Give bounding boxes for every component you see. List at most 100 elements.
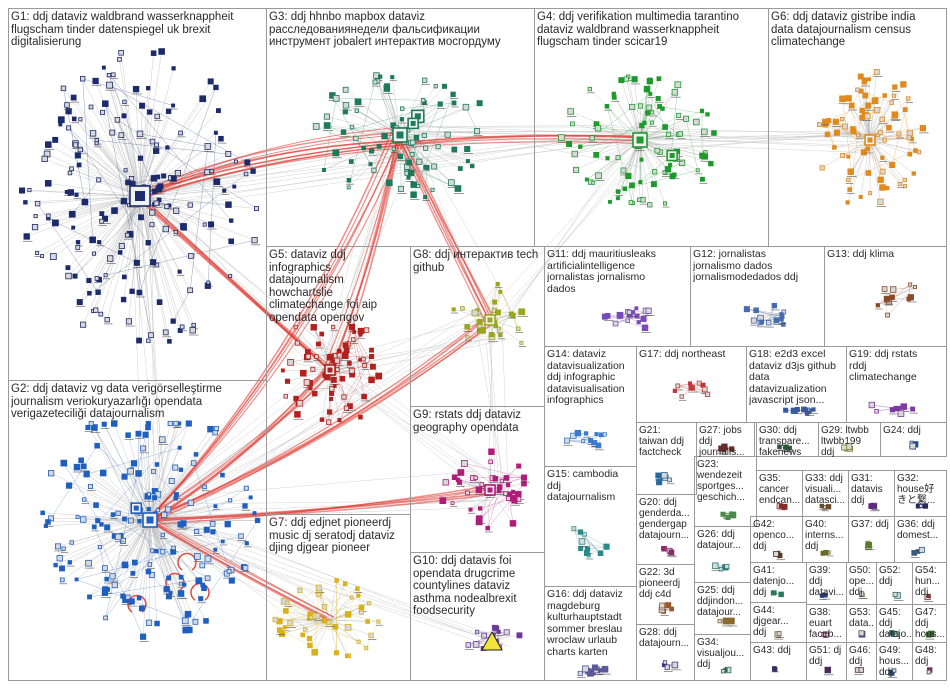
graph-node[interactable] [659, 602, 665, 609]
graph-node[interactable] [465, 642, 472, 648]
graph-node[interactable] [115, 510, 121, 516]
graph-node[interactable] [93, 502, 99, 508]
graph-node[interactable] [191, 322, 196, 328]
graph-node[interactable] [727, 617, 735, 625]
graph-node[interactable] [229, 218, 234, 223]
graph-node[interactable] [570, 121, 575, 127]
graph-node[interactable] [150, 468, 156, 474]
graph-node[interactable] [322, 167, 326, 172]
graph-node[interactable] [218, 135, 224, 142]
graph-node[interactable] [885, 186, 890, 191]
graph-node[interactable] [855, 87, 860, 93]
graph-node[interactable] [304, 349, 311, 355]
graph-node[interactable] [871, 97, 879, 105]
graph-node[interactable] [489, 331, 495, 338]
graph-node[interactable] [159, 548, 166, 555]
graph-node[interactable] [591, 440, 597, 446]
graph-node[interactable] [623, 76, 629, 82]
graph-node[interactable] [220, 539, 225, 544]
graph-node[interactable] [73, 463, 81, 471]
graph-node[interactable] [348, 367, 355, 374]
graph-node[interactable] [201, 585, 207, 592]
graph-node[interactable] [110, 72, 116, 78]
graph-node[interactable] [204, 143, 212, 150]
graph-node[interactable] [455, 477, 461, 483]
graph-node[interactable] [339, 375, 346, 382]
graph-node[interactable] [358, 604, 365, 611]
graph-node[interactable] [699, 108, 705, 113]
graph-node[interactable] [865, 102, 872, 109]
graph-node[interactable] [207, 78, 214, 85]
graph-node[interactable] [868, 503, 875, 509]
graph-node[interactable] [331, 324, 336, 330]
graph-node[interactable] [31, 224, 39, 231]
graph-node[interactable] [122, 516, 127, 522]
graph-node[interactable] [97, 545, 102, 550]
graph-node[interactable] [125, 432, 131, 438]
graph-node[interactable] [361, 145, 367, 151]
graph-node[interactable] [381, 132, 388, 140]
graph-node[interactable] [519, 340, 524, 345]
graph-node[interactable] [823, 593, 828, 598]
graph-node[interactable] [601, 665, 609, 673]
graph-node[interactable] [67, 170, 73, 176]
graph-node[interactable] [700, 176, 705, 182]
graph-node[interactable] [488, 448, 495, 455]
graph-node[interactable] [701, 128, 708, 136]
graph-node[interactable] [578, 538, 586, 545]
graph-node[interactable] [461, 460, 468, 467]
graph-node[interactable] [772, 666, 777, 671]
graph-node[interactable] [146, 85, 151, 91]
graph-node[interactable] [343, 347, 350, 354]
graph-node[interactable] [166, 575, 172, 581]
graph-node[interactable] [662, 660, 668, 665]
graph-node[interactable] [897, 410, 905, 417]
graph-node[interactable] [908, 282, 913, 287]
graph-node[interactable] [462, 103, 470, 111]
graph-node[interactable] [478, 506, 483, 511]
graph-node[interactable] [132, 85, 140, 93]
triangle-node[interactable] [481, 630, 503, 651]
graph-node[interactable] [336, 348, 342, 354]
graph-node[interactable] [156, 299, 163, 305]
graph-node[interactable] [879, 184, 886, 191]
graph-node[interactable] [162, 225, 170, 233]
graph-node[interactable] [913, 148, 918, 153]
graph-node[interactable] [636, 197, 642, 203]
graph-node[interactable] [616, 196, 620, 201]
graph-node[interactable] [187, 499, 195, 507]
graph-node[interactable] [77, 146, 83, 153]
graph-node[interactable] [170, 175, 177, 182]
graph-node[interactable] [94, 276, 100, 281]
graph-node[interactable] [35, 250, 40, 255]
graph-node[interactable] [437, 101, 443, 107]
graph-node[interactable] [68, 210, 76, 218]
graph-node[interactable] [465, 159, 470, 164]
graph-node[interactable] [582, 665, 589, 673]
graph-node[interactable] [724, 563, 730, 570]
graph-node[interactable] [101, 65, 106, 70]
graph-node[interactable] [790, 407, 797, 414]
graph-node[interactable] [319, 417, 325, 422]
graph-node[interactable] [111, 581, 118, 589]
graph-node[interactable] [563, 437, 570, 444]
graph-node[interactable] [368, 632, 374, 639]
graph-node[interactable] [154, 548, 159, 554]
graph-node[interactable] [474, 629, 480, 635]
graph-node[interactable] [213, 130, 218, 135]
graph-node[interactable] [451, 100, 457, 106]
graph-node[interactable] [667, 477, 672, 483]
graph-node[interactable] [650, 120, 655, 125]
graph-node[interactable] [350, 337, 356, 342]
graph-node[interactable] [647, 77, 653, 83]
graph-node[interactable] [185, 420, 192, 427]
graph-node[interactable] [571, 526, 577, 532]
graph-node[interactable] [60, 85, 67, 92]
graph-node[interactable] [492, 299, 498, 305]
graph-node[interactable] [99, 469, 107, 477]
graph-node[interactable] [171, 66, 176, 71]
graph-node[interactable] [646, 104, 653, 111]
graph-node[interactable] [65, 108, 72, 115]
graph-node[interactable] [711, 130, 717, 136]
graph-node[interactable] [708, 160, 714, 167]
